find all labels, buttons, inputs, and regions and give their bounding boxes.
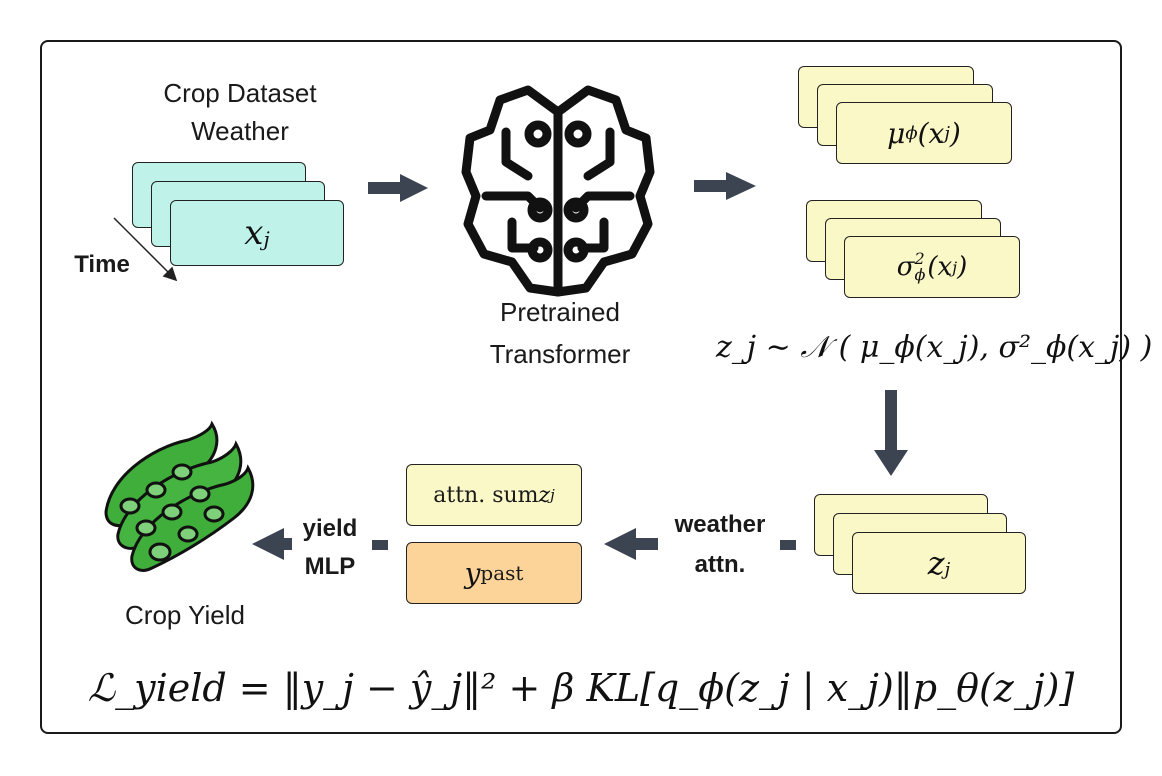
brain-circuit-icon <box>461 85 655 297</box>
sigma-symbol: σ <box>896 252 915 282</box>
sampling-equation: z_j ∼ 𝒩 ( μ_ϕ(x_j), σ²_ϕ(x_j) ) <box>716 330 1153 365</box>
arrow-to-latent <box>874 390 908 476</box>
mu-symbol: μ <box>887 116 906 150</box>
soybean-pod-icon <box>104 420 255 572</box>
attn-sum-var: z <box>538 482 551 508</box>
z-subscript: j <box>944 558 951 580</box>
input-subscript: j <box>263 227 270 251</box>
yield-mlp-line2: MLP <box>304 553 356 580</box>
yield-mlp-line1: yield <box>302 515 358 542</box>
input-symbol: x <box>244 213 264 253</box>
crop-yield-label: Crop Yield <box>125 600 245 630</box>
y-past-var: y <box>464 556 481 590</box>
time-label: Time <box>74 251 130 278</box>
weather-attn-line2: attn. <box>694 551 746 578</box>
mu-close: ) <box>949 116 961 150</box>
input-title-line2: Weather <box>191 116 289 146</box>
arrow-yield-mlp <box>252 528 388 560</box>
sigma-subscript: ϕ <box>914 265 926 284</box>
mu-arg: (x <box>917 116 945 150</box>
mu-subscript: ϕ <box>905 122 918 144</box>
attn-sum-text: attn. sum <box>433 482 539 508</box>
arrow-to-posterior <box>694 172 756 200</box>
weather-attn-line1: weather <box>674 511 766 538</box>
sigma-superscript: 2 <box>914 249 925 268</box>
loss-equation: ℒ_yield = ‖y_j − ŷ_j‖² + β KL[q_ϕ(z_j | … <box>87 666 1075 710</box>
diagram-frame <box>40 40 1122 734</box>
sigma-close: ) <box>957 252 968 282</box>
z-symbol: z <box>927 544 945 582</box>
sigma-arg: (x <box>927 252 953 282</box>
transformer-label-line2: Transformer <box>489 339 631 369</box>
arrow-to-transformer <box>368 174 428 202</box>
input-title-line1: Crop Dataset <box>163 78 317 108</box>
attn-sum-sub: j <box>550 486 555 504</box>
sigma-arg-subscript: j <box>952 257 958 277</box>
transformer-label-line1: Pretrained <box>500 297 620 327</box>
mu-arg-subscript: j <box>944 122 950 144</box>
arrow-weather-attn <box>604 528 796 560</box>
y-past-sub: past <box>480 561 524 585</box>
time-arrow <box>113 217 178 282</box>
